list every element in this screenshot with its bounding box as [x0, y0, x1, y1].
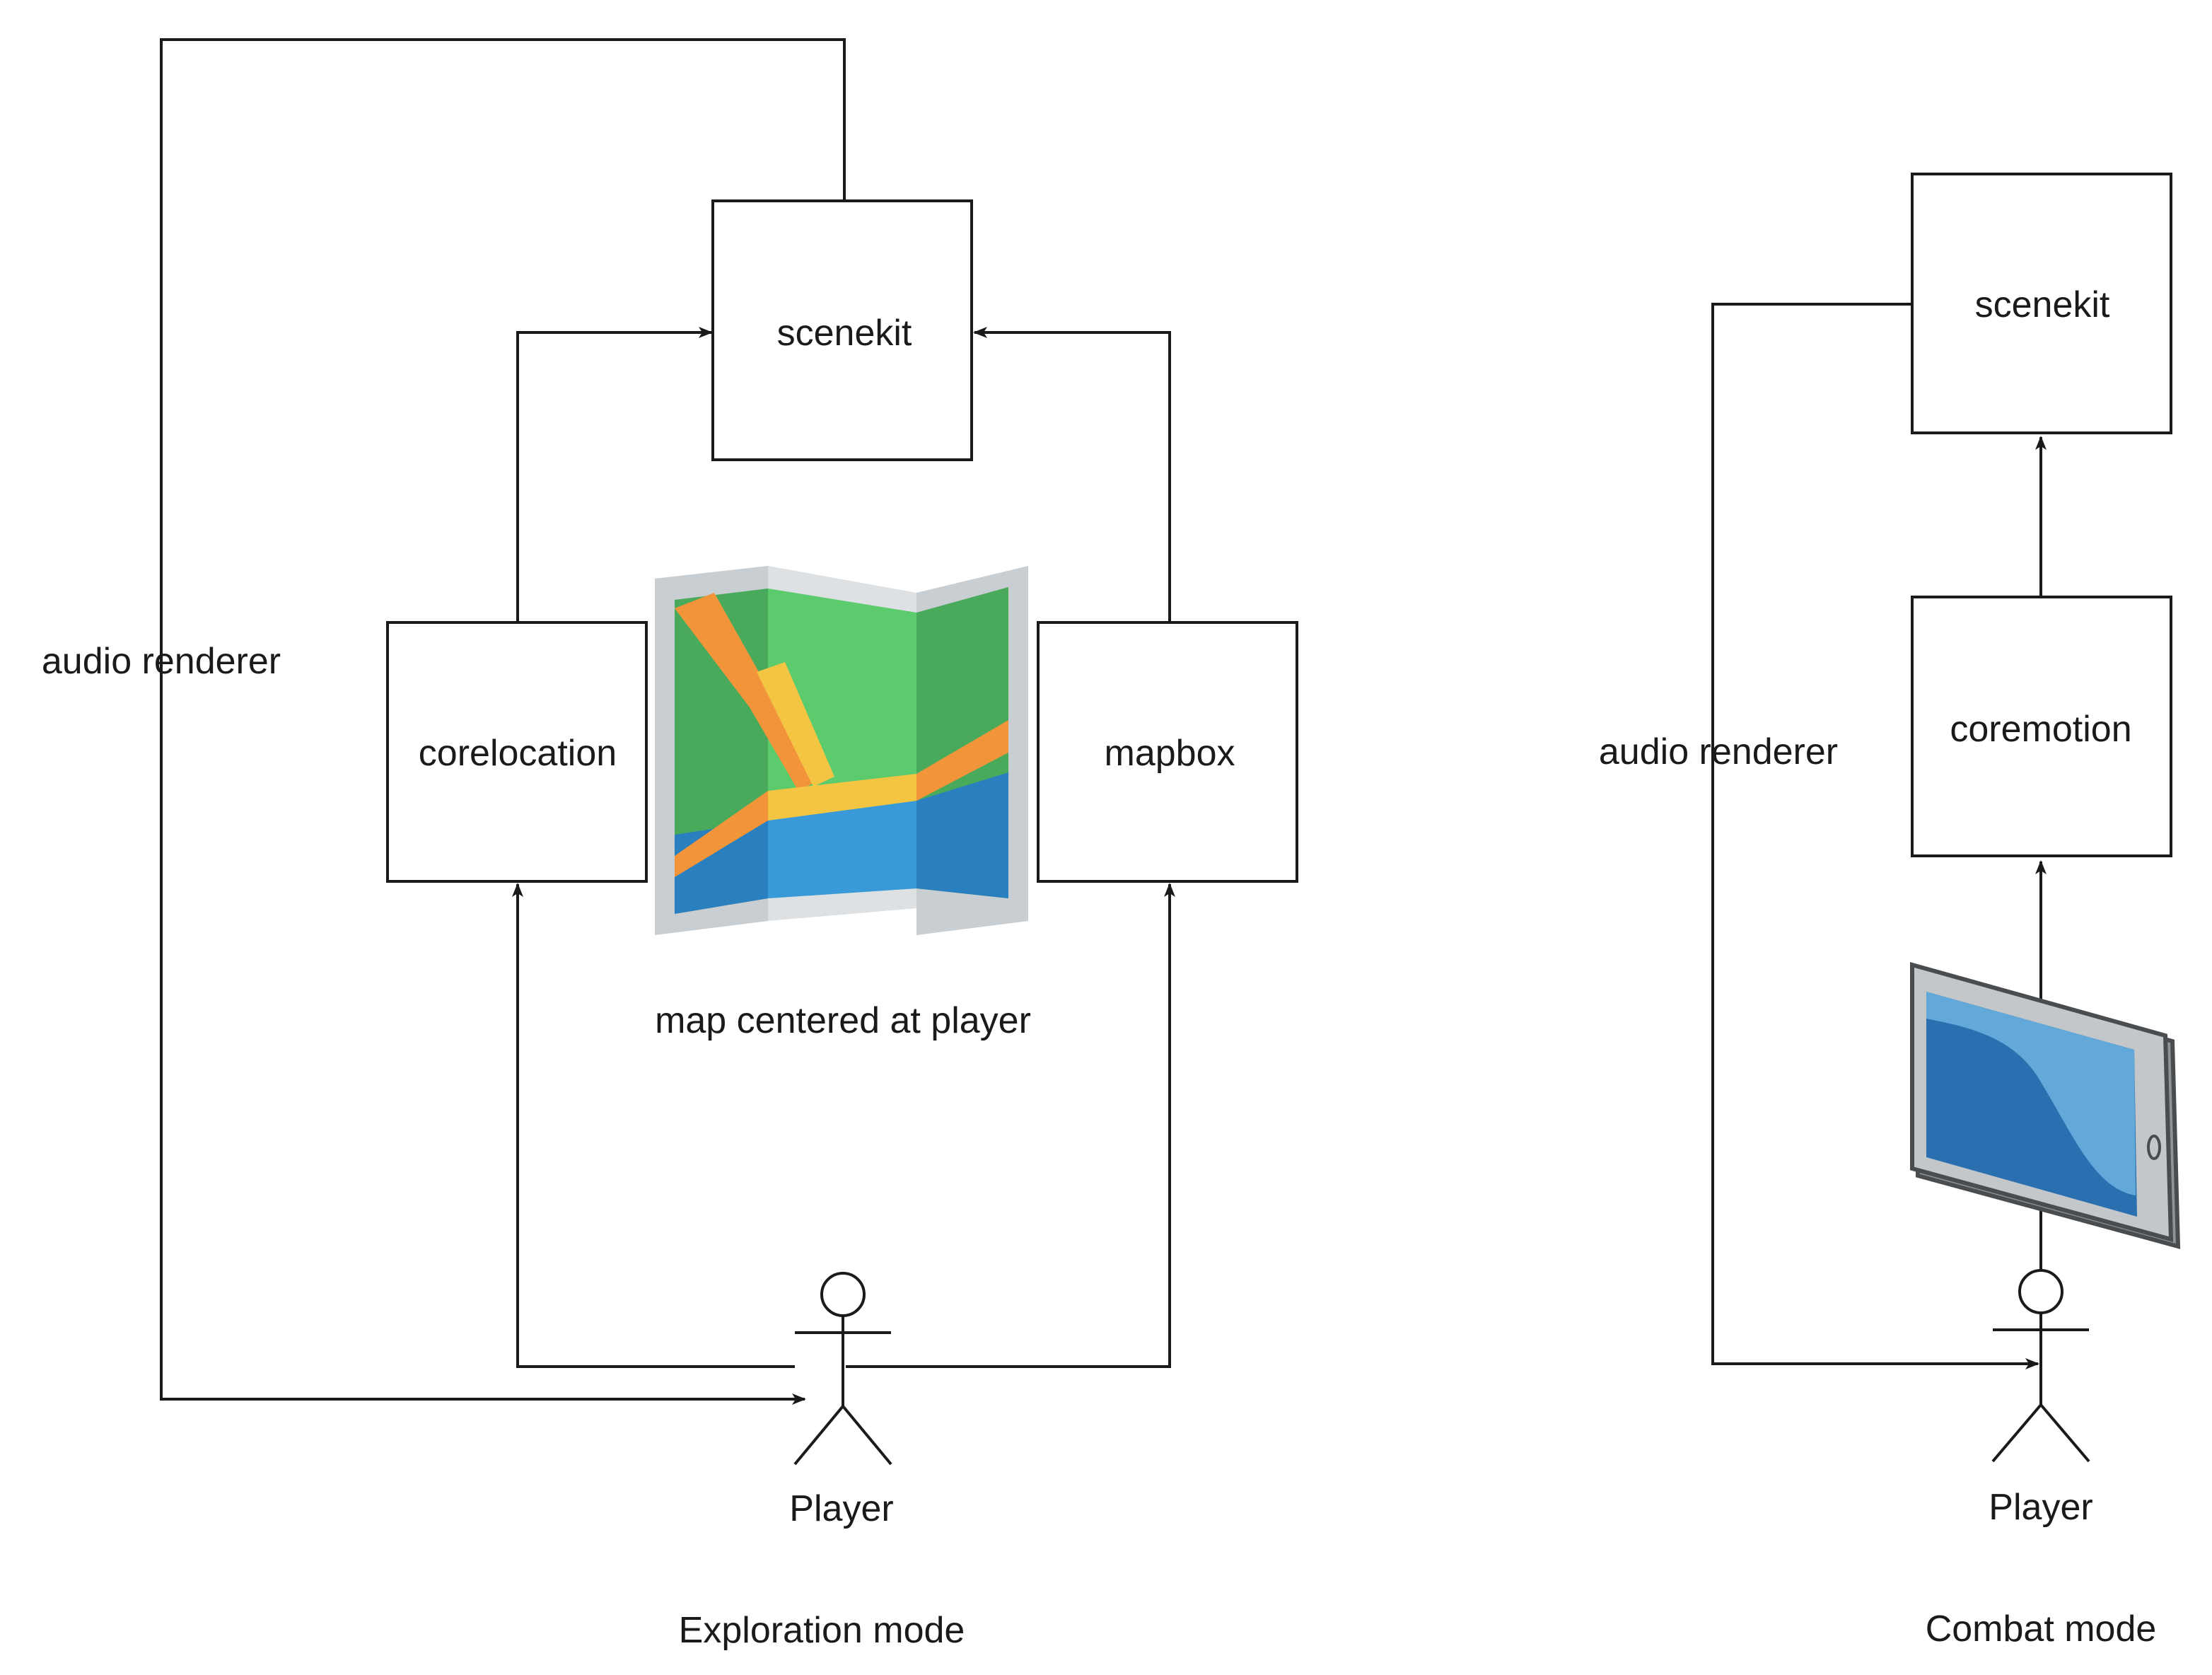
- edge-audio-renderer-combat: [1711, 303, 2039, 1369]
- edge-audio-renderer-exploration: [160, 38, 846, 1405]
- stick-figure-icon: [793, 1272, 892, 1466]
- combat-mode-diagram: scenekit coremotion audio renderer Playe…: [1599, 173, 2181, 1650]
- node-mapbox: mapbox: [1037, 621, 1298, 883]
- edge-player-to-mapbox: [846, 883, 1175, 1368]
- node-corelocation-label: corelocation: [419, 733, 617, 774]
- folded-map-icon: [655, 566, 1028, 935]
- tablet-icon: [1910, 962, 2181, 1249]
- edge-mapbox-to-scenekit: [973, 327, 1171, 622]
- node-scenekit-combat: scenekit: [1911, 173, 2172, 434]
- node-coremotion-label: coremotion: [1950, 709, 2131, 750]
- exploration-mode-diagram: scenekit corelocation mapbox audio rende…: [42, 38, 1298, 1651]
- edge-label-audio-renderer-combat: audio renderer: [1599, 731, 1838, 772]
- edge-label-audio-renderer-exploration: audio renderer: [42, 641, 281, 682]
- node-scenekit-combat-label: scenekit: [1975, 284, 2110, 325]
- edge-player-to-corelocation: [512, 883, 795, 1368]
- stick-figure-icon: [1991, 1269, 2090, 1463]
- map-caption: map centered at player: [655, 1000, 1031, 1041]
- actor-label-exploration: Player: [789, 1488, 893, 1529]
- node-scenekit-exploration-label: scenekit: [777, 313, 912, 354]
- edge-corelocation-to-scenekit: [516, 327, 713, 622]
- mode-caption-exploration: Exploration mode: [679, 1610, 965, 1651]
- node-corelocation: corelocation: [386, 621, 648, 883]
- node-coremotion: coremotion: [1911, 596, 2172, 857]
- node-mapbox-label: mapbox: [1105, 733, 1235, 774]
- mode-caption-combat: Combat mode: [1926, 1609, 2157, 1650]
- node-scenekit-exploration: scenekit: [711, 199, 973, 461]
- actor-label-combat: Player: [1989, 1487, 2092, 1528]
